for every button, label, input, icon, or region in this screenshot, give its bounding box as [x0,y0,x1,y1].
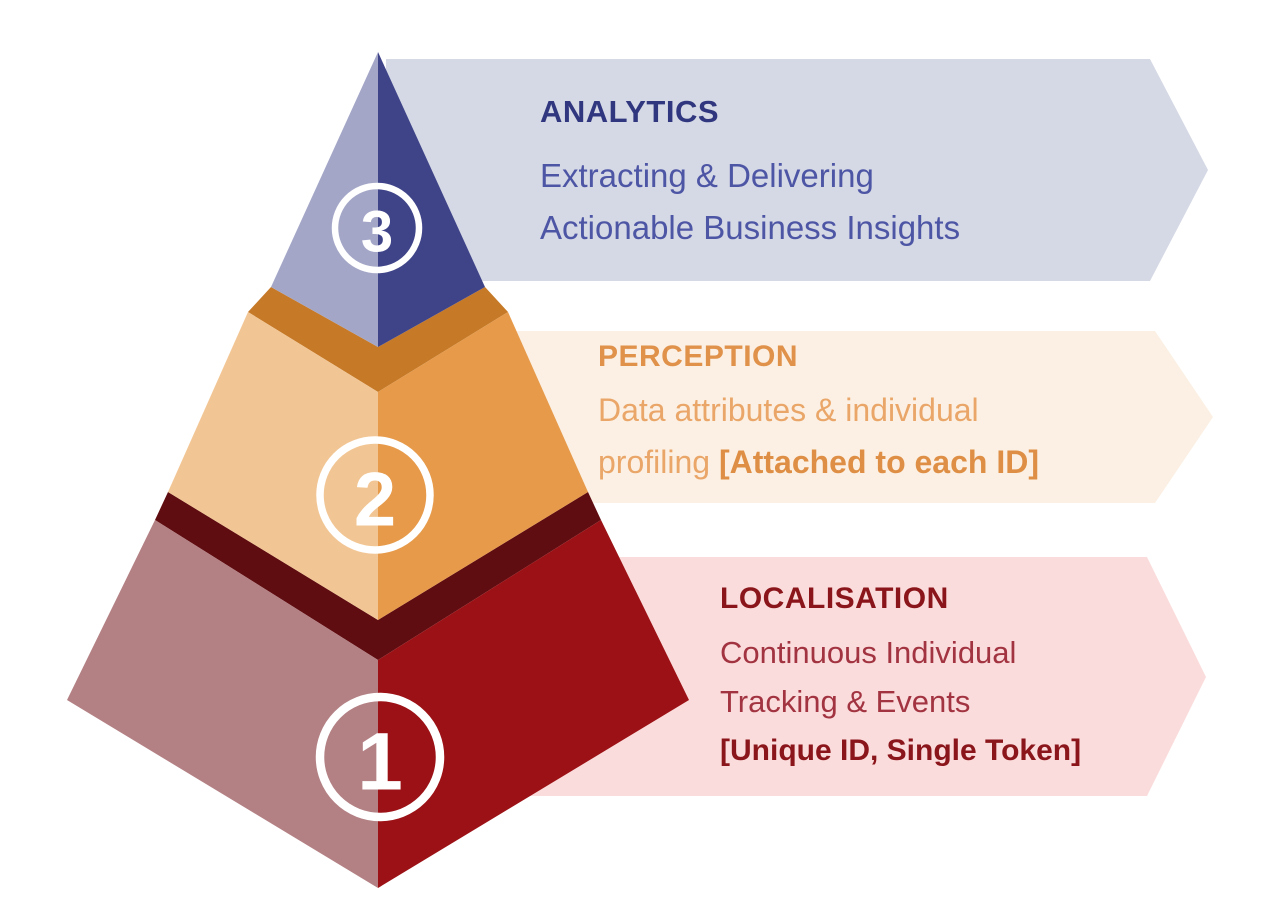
analytics-banner [386,59,1208,281]
level-2-number-circle [316,436,434,554]
analytics-line-2: Actionable Business Insights [540,209,961,246]
perception-description: Data attributes & individual profiling [… [598,384,1039,488]
level-1-number: 1 [357,717,403,808]
perception-title: PERCEPTION [598,340,799,373]
pyramid-level-1-left-face [67,520,378,888]
localisation-line-1: Continuous Individual [720,635,1017,670]
perception-banner [480,331,1213,503]
perception-line-2: profiling [Attached to each ID] [598,436,1039,488]
localisation-description: Continuous Individual Tracking & Events … [720,628,1081,775]
localisation-banner [500,557,1206,796]
analytics-title: ANALYTICS [540,94,720,129]
pyramid-level-3-right-face [378,52,485,347]
perception-line-2-regular: profiling [598,444,711,480]
level-3-number-circle [331,182,423,274]
pyramid-level-1-right-face [378,520,689,888]
analytics-line-1: Extracting & Delivering [540,157,874,194]
localisation-title: LOCALISATION [720,582,949,615]
localisation-line-2: Tracking & Events [720,684,971,719]
pyramid-level-2-left-face [168,312,378,620]
level-1-number-circle [315,692,445,822]
perception-line-2-bold: [Attached to each ID] [718,444,1039,480]
perception-line-1: Data attributes & individual [598,392,979,428]
localisation-line-3-bold: [Unique ID, Single Token] [720,734,1082,767]
level-3-number: 3 [361,200,393,265]
pyramid-level-3-left-face [271,52,378,347]
pyramid-level-2-right-face [378,312,588,620]
analytics-description: Extracting & Delivering Actionable Busin… [540,150,960,254]
pyramid-level-2-top-face [248,287,508,392]
level-2-number: 2 [354,458,396,543]
